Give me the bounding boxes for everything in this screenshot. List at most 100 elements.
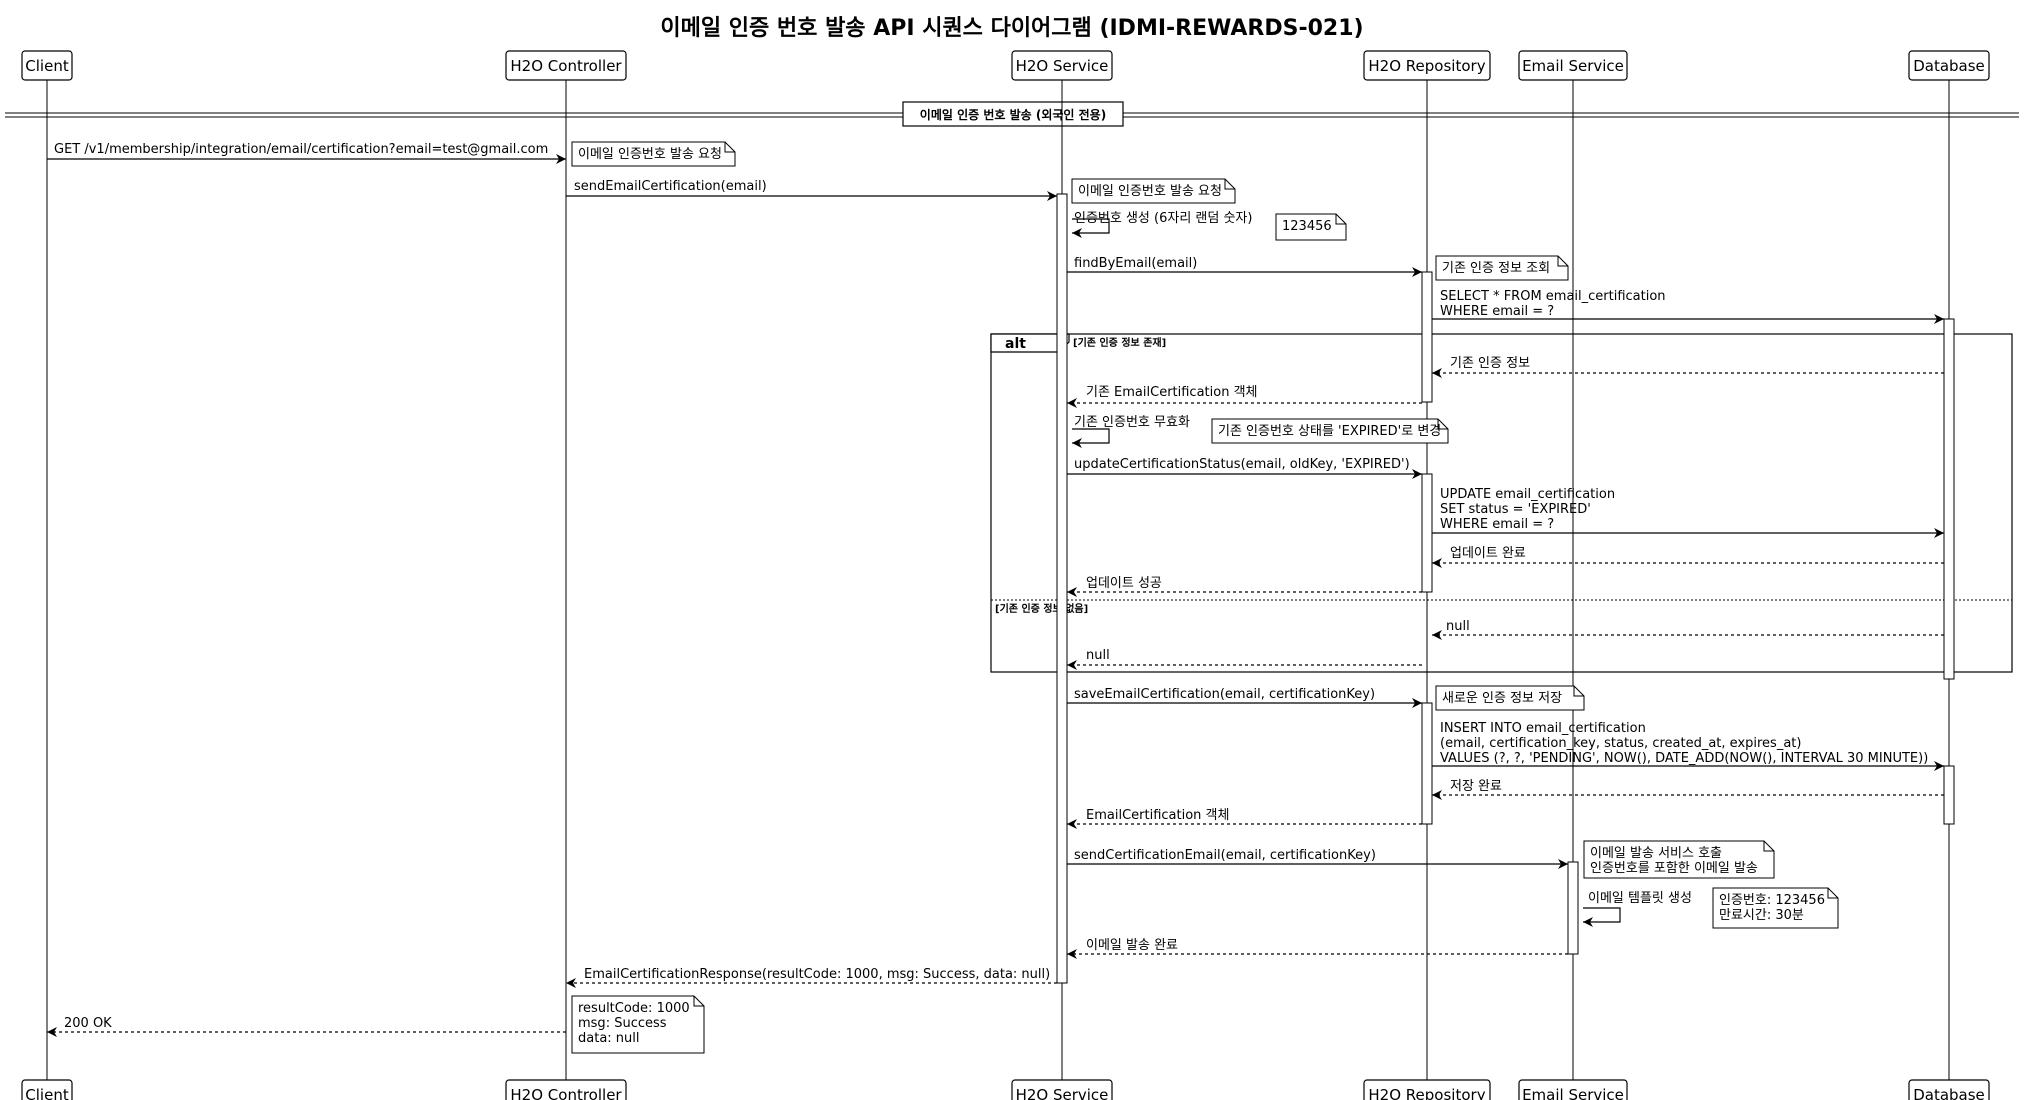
participant-box: [1908, 1079, 1990, 1100]
note-box: [1211, 418, 1449, 444]
message-label: 저장 완료: [1450, 779, 1502, 794]
note-fold: [1437, 419, 1448, 430]
message: EmailCertificationResponse(resultCode: 1…: [566, 967, 1057, 988]
message-label: 업데이트 성공: [1086, 576, 1162, 591]
participant-footer: H2O Repository: [1363, 1079, 1491, 1100]
participant-box: [1363, 50, 1491, 81]
message-label: 이메일 발송 완료: [1086, 938, 1178, 953]
message: 기존 EmailCertification 객체: [1067, 385, 1422, 408]
note-fold: [1224, 179, 1235, 190]
participant-box: [1011, 1079, 1113, 1100]
message-label: 이메일 템플릿 생성: [1588, 891, 1692, 906]
message-label: WHERE email = ?: [1440, 517, 1554, 532]
message-label: EmailCertificationResponse(resultCode: 1…: [584, 967, 1050, 982]
participant-box: [1363, 1079, 1491, 1100]
message-label: SET status = 'EXPIRED': [1440, 502, 1591, 517]
participant-header: Client: [21, 50, 73, 81]
message-label: sendEmailCertification(email): [574, 179, 767, 194]
note-box: [1583, 840, 1775, 879]
message: sendCertificationEmail(email, certificat…: [1067, 848, 1568, 869]
message: updateCertificationStatus(email, oldKey,…: [1067, 457, 1422, 479]
message-label: (email, certification_key, status, creat…: [1440, 736, 1801, 751]
participant-box: [505, 50, 627, 81]
note-fold: [693, 996, 704, 1007]
note: 이메일 인증번호 발송 요청: [571, 141, 736, 167]
participant-header: Database: [1908, 50, 1990, 81]
message: saveEmailCertification(email, certificat…: [1067, 687, 1422, 708]
note-box: [1435, 255, 1569, 281]
note: 이메일 인증번호 발송 요청: [1071, 178, 1236, 204]
message-label: updateCertificationStatus(email, oldKey,…: [1074, 457, 1410, 472]
note-text: 기존 인증번호 상태를 'EXPIRED'로 변경: [1218, 424, 1441, 439]
message-label: null: [1446, 619, 1470, 634]
divider-box: [902, 101, 1124, 127]
note-text: 이메일 인증번호 발송 요청: [1078, 184, 1222, 199]
message-label: WHERE email = ?: [1440, 304, 1554, 319]
participant-box: [1011, 50, 1113, 81]
note-box: [1275, 213, 1347, 241]
message: null: [1067, 648, 1422, 670]
participant-name: Client: [25, 57, 69, 75]
message-label: 인증번호 생성 (6자리 랜덤 숫자): [1074, 211, 1252, 226]
note-text: 123456: [1282, 219, 1332, 234]
note-text: msg: Success: [578, 1016, 667, 1031]
note-fold: [1827, 888, 1838, 899]
participant-header: Email Service: [1518, 50, 1628, 81]
message-label: findByEmail(email): [1074, 256, 1197, 271]
participant-name: H2O Service: [1016, 57, 1109, 75]
message: GET /v1/membership/integration/email/cer…: [47, 142, 566, 164]
message: 기존 인증 정보: [1432, 356, 1944, 378]
note-box: [1435, 685, 1585, 711]
participant-box: [505, 1079, 627, 1100]
message: null: [1432, 619, 1944, 640]
message-label: UPDATE email_certification: [1440, 487, 1615, 502]
note: 새로운 인증 정보 저장: [1435, 685, 1585, 711]
participant-name: Database: [1913, 57, 1985, 75]
participant-name: Client: [25, 1086, 69, 1100]
participant-name: H2O Service: [1016, 1086, 1109, 1100]
participant-name: H2O Repository: [1368, 57, 1485, 75]
participant-name: Email Service: [1522, 57, 1624, 75]
message-label: EmailCertification 객체: [1086, 808, 1229, 823]
alt-guard: [기존 인증 정보 존재]: [1073, 336, 1166, 349]
self-arrow: [1072, 428, 1110, 448]
divider-label: 이메일 인증 번호 발송 (외국인 전용): [920, 107, 1106, 122]
participant-name: H2O Controller: [510, 1086, 622, 1100]
activation-bar: [1056, 193, 1068, 984]
message: 200 OK: [47, 1016, 566, 1037]
note-box: [1712, 887, 1839, 929]
participant-footer: Client: [21, 1079, 73, 1100]
note-text: 인증번호를 포함한 이메일 발송: [1590, 861, 1758, 876]
note-text: 만료시간: 30분: [1719, 908, 1804, 923]
note-text: 기존 인증 정보 조회: [1442, 261, 1550, 276]
participant-name: H2O Controller: [510, 57, 622, 75]
participant-name: Database: [1913, 1086, 1985, 1100]
note-text: 이메일 인증번호 발송 요청: [578, 147, 722, 162]
message-label: sendCertificationEmail(email, certificat…: [1074, 848, 1376, 863]
alt-frame: [990, 333, 2013, 673]
alt-keyword: alt: [1005, 336, 1026, 352]
note-fold: [1557, 256, 1568, 267]
activation-bar: [1421, 271, 1433, 403]
note-box: [1071, 178, 1236, 204]
participant-box: [21, 50, 73, 81]
participant-name: H2O Repository: [1368, 1086, 1485, 1100]
activation-bar: [1943, 318, 1955, 680]
message: 업데이트 완료: [1432, 546, 1944, 568]
note-text: 인증번호: 123456: [1719, 893, 1825, 908]
message: 저장 완료: [1432, 779, 1944, 800]
participant-box: [1518, 50, 1628, 81]
participant-footer: Database: [1908, 1079, 1990, 1100]
note-fold: [1573, 686, 1584, 697]
note: 123456: [1275, 213, 1347, 241]
message: EmailCertification 객체: [1067, 808, 1422, 829]
diagram-title: 이메일 인증 번호 발송 API 시퀀스 다이어그램 (IDMI-REWARDS…: [660, 16, 1364, 41]
participant-header: H2O Controller: [505, 50, 627, 81]
activation-bar: [1421, 473, 1433, 593]
message-label: 기존 EmailCertification 객체: [1086, 385, 1258, 400]
participant-header: H2O Service: [1011, 50, 1113, 81]
